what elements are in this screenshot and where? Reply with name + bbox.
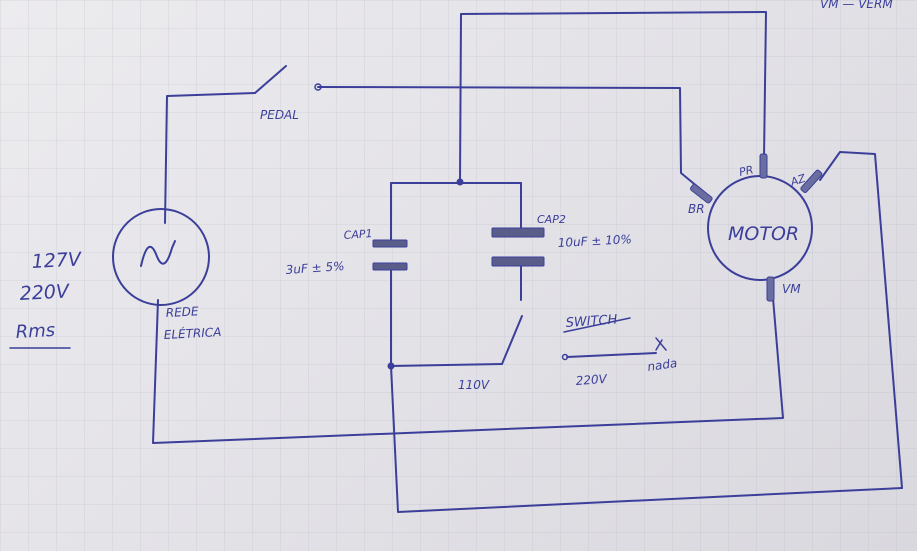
motor: [690, 153, 823, 302]
cap2-value: 10uF ± 10%: [557, 232, 632, 250]
switch-line-220: [566, 352, 657, 358]
pedal-lever: [254, 65, 287, 94]
wire-pedal-to-br: [317, 86, 705, 193]
sine-wave-icon: [140, 240, 176, 267]
corner-note: VM — VERM: [820, 0, 893, 11]
wire-110-bottom: [390, 363, 503, 367]
wire-loop-left: [390, 365, 903, 513]
junction-bottom-left: [387, 362, 395, 370]
switch-110-label: 110V: [458, 378, 490, 392]
cap1-value: 3uF ± 5%: [285, 259, 345, 277]
capacitor-1: [372, 239, 408, 271]
wire-top-loop-to-pr: [459, 11, 767, 183]
rede-label: REDE: [165, 304, 199, 320]
wire-vm-label: VM: [782, 282, 801, 296]
ac-source: [112, 208, 210, 306]
motor-lead-br: [690, 183, 713, 204]
pedal-label: PEDAL: [260, 108, 299, 122]
switch-220-label: 220V: [575, 372, 608, 388]
wire-az-label: AZ: [788, 172, 808, 189]
cap1-plate-bottom: [372, 262, 408, 271]
cap1-plate-top: [372, 239, 408, 248]
cap2-plate-top: [491, 227, 545, 238]
wire-source-bottom-to-vm: [152, 297, 784, 444]
wire-pr-label: PR: [738, 163, 755, 179]
motor-label: MOTOR: [728, 223, 799, 245]
cap2-label: CAP2: [537, 213, 566, 226]
wire-br-label: BR: [688, 202, 705, 216]
voltage-220-label: 220V: [19, 280, 71, 305]
wire-source-to-pedal: [164, 92, 256, 224]
motor-lead-pr: [759, 153, 768, 179]
voltage-switch: [501, 315, 667, 365]
wires: [152, 11, 903, 513]
eletrica-label: ELÉTRICA: [163, 324, 221, 342]
wire-az-loop: [819, 151, 903, 489]
capacitor-2: [491, 227, 545, 267]
pedal-contact: [314, 83, 322, 91]
switch-cross-mark: [655, 337, 667, 351]
nada-label: nada: [646, 356, 678, 374]
cap1-label: CAP1: [343, 227, 373, 242]
pedal-switch: [254, 65, 322, 94]
rms-label: Rms: [15, 320, 55, 343]
labels: 127V 220V Rms REDE ELÉTRICA PEDAL CAP1 3…: [9, 0, 893, 392]
junctions: [387, 178, 464, 370]
switch-underline: [563, 317, 631, 333]
junction-top: [456, 178, 464, 186]
switch-label: SWITCH: [565, 312, 618, 331]
motor-lead-az: [800, 169, 823, 194]
voltage-127-label: 127V: [31, 248, 83, 273]
motor-lead-vm: [766, 276, 775, 302]
ac-source-circle: [112, 208, 210, 306]
switch-lever-110: [501, 315, 523, 365]
cap2-plate-bottom: [491, 256, 545, 267]
